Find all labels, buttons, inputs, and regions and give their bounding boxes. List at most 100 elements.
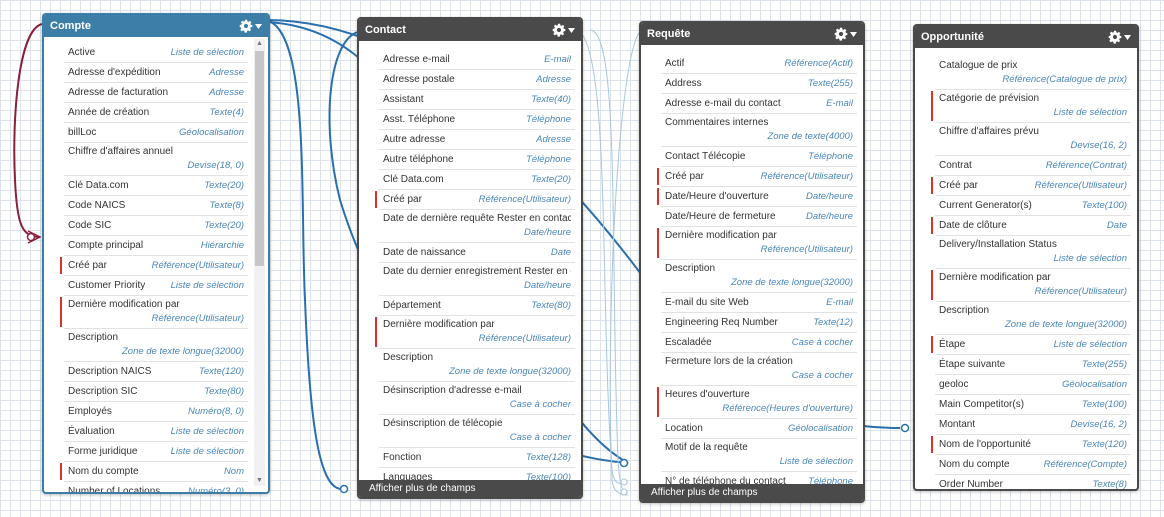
field-name: Description <box>665 263 716 274</box>
object-header[interactable]: Requête <box>641 23 863 45</box>
object-header[interactable]: Contact <box>359 19 581 41</box>
field-name: Forme juridique <box>68 445 138 457</box>
gear-menu-button[interactable] <box>239 19 262 33</box>
field-row[interactable]: Main Competitor(s)Texte(100) <box>935 395 1131 415</box>
show-more-fields-button[interactable]: Afficher plus de champs <box>359 480 581 497</box>
field-name: geoloc <box>939 378 969 390</box>
field-row[interactable]: Forme juridique Liste de sélection <box>64 442 248 462</box>
field-row[interactable]: Current Generator(s)Texte(100) <box>935 196 1131 216</box>
field-type: Devise(16, 2) <box>1070 418 1128 430</box>
object-header[interactable]: Compte <box>44 15 268 37</box>
scrollbar[interactable]: ▲ ▼ <box>254 39 265 486</box>
gear-menu-button[interactable] <box>552 23 575 37</box>
field-row[interactable]: Date du dernier enregistrement Rester en… <box>379 263 575 296</box>
field-type: Liste de sélection <box>170 445 244 457</box>
scroll-down-arrow-icon[interactable]: ▼ <box>256 477 263 484</box>
field-row[interactable]: Date de dernière requête Rester en conta… <box>379 210 575 243</box>
object-header[interactable]: Opportunité <box>915 26 1137 48</box>
field-row[interactable]: geoloc Géolocalisation <box>935 375 1131 395</box>
field-type: Liste de sélection <box>1053 107 1127 118</box>
show-more-fields-button[interactable]: Afficher plus de champs <box>641 484 863 501</box>
scroll-thumb[interactable] <box>255 51 264 266</box>
field-type: Géolocalisation <box>1062 378 1127 390</box>
scroll-up-arrow-icon[interactable]: ▲ <box>256 40 263 47</box>
gear-menu-button[interactable] <box>1108 30 1131 44</box>
gear-menu-button[interactable] <box>834 27 857 41</box>
